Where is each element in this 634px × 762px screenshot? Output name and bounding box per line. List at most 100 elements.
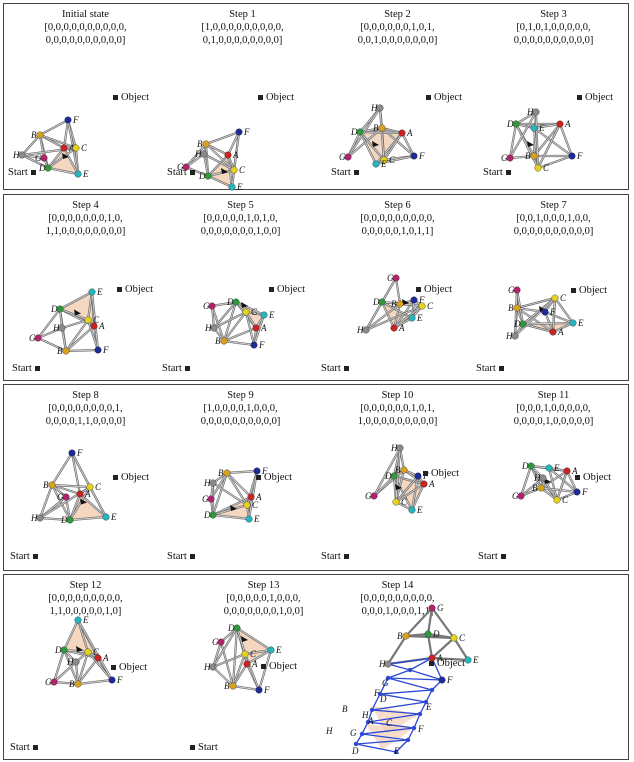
node-label-A: A bbox=[260, 323, 267, 333]
strut-highlight bbox=[47, 167, 79, 175]
direction-arrow-icon bbox=[230, 505, 237, 511]
trajectory-edge bbox=[387, 669, 411, 679]
node-C bbox=[553, 496, 561, 504]
strut-highlight bbox=[226, 470, 258, 474]
node-D bbox=[60, 646, 68, 654]
strut-highlight bbox=[395, 475, 419, 503]
strut-highlight bbox=[516, 297, 556, 309]
node-label-B: B bbox=[395, 465, 401, 475]
start-marker: Start bbox=[10, 742, 41, 754]
strut-highlight bbox=[211, 305, 215, 329]
start-label: Start bbox=[198, 742, 218, 753]
trajectory-node bbox=[429, 687, 435, 693]
strut-highlight bbox=[77, 619, 89, 653]
node-E bbox=[372, 160, 380, 168]
strut-highlight bbox=[535, 111, 539, 169]
node-label-B: B bbox=[197, 139, 203, 149]
node-label-E: E bbox=[472, 655, 479, 665]
node-D bbox=[519, 320, 527, 328]
node-E bbox=[530, 124, 538, 132]
node-E bbox=[245, 515, 253, 523]
node-label-B: B bbox=[69, 679, 75, 689]
node-label-B: B bbox=[342, 704, 348, 714]
node-F bbox=[410, 296, 418, 304]
strut-highlight bbox=[411, 475, 419, 511]
strut-highlight bbox=[87, 291, 93, 321]
square-icon bbox=[429, 660, 434, 666]
strut-highlight bbox=[514, 289, 518, 337]
square-icon bbox=[189, 169, 195, 175]
strut-highlight bbox=[236, 627, 272, 651]
object-label: Object bbox=[585, 92, 613, 103]
start-label: Start bbox=[167, 551, 187, 562]
strut-highlight bbox=[212, 666, 234, 687]
node-A bbox=[94, 654, 102, 662]
object-marker: Object bbox=[426, 658, 465, 670]
panel-step-2: Step 2[0,0,0,0,0,0,1,0,1, 0,0,1,0,0,0,0,… bbox=[320, 6, 475, 191]
node-label-D: D bbox=[513, 319, 521, 329]
node-A bbox=[398, 129, 406, 137]
strut-highlight bbox=[226, 472, 252, 498]
start-marker: Start bbox=[321, 363, 352, 375]
strut-highlight bbox=[365, 305, 423, 331]
trajectory-edge bbox=[355, 739, 409, 745]
node-G bbox=[50, 678, 58, 686]
trajectory-node bbox=[385, 675, 391, 681]
node-label-H: H bbox=[505, 331, 513, 341]
node-label-H: H bbox=[533, 473, 541, 483]
strut-highlight bbox=[540, 487, 578, 493]
strut-highlight bbox=[395, 277, 401, 305]
strut-highlight bbox=[509, 111, 537, 159]
object-marker: Object bbox=[255, 92, 294, 104]
strut-highlight bbox=[552, 322, 574, 333]
square-icon bbox=[571, 287, 576, 293]
strut bbox=[431, 656, 469, 662]
trajectory-edge bbox=[379, 693, 427, 703]
node-label-F: F bbox=[581, 487, 588, 497]
trajectory-node bbox=[393, 749, 399, 755]
strut-highlight bbox=[232, 685, 260, 691]
node-label-E: E bbox=[416, 313, 423, 323]
node-A bbox=[556, 120, 564, 128]
object-marker: Object bbox=[574, 92, 613, 104]
node-label-D: D bbox=[54, 645, 62, 655]
strut-highlight bbox=[61, 327, 67, 352]
start-label: Start bbox=[10, 551, 30, 562]
node-label-A: A bbox=[571, 466, 578, 476]
node-label-H: H bbox=[12, 150, 20, 160]
object-label: Object bbox=[269, 661, 297, 672]
node-H bbox=[384, 660, 392, 668]
strut-highlight bbox=[37, 327, 63, 339]
node-label-F: F bbox=[418, 151, 425, 161]
strut bbox=[431, 637, 455, 659]
strut-highlight bbox=[63, 619, 79, 651]
node-A bbox=[60, 144, 68, 152]
strut bbox=[453, 637, 469, 661]
strut-highlight bbox=[246, 649, 272, 665]
node-label-D: D bbox=[506, 119, 514, 129]
strut-highlight bbox=[212, 514, 250, 520]
start-label: Start bbox=[321, 551, 341, 562]
object-marker: Object bbox=[114, 284, 153, 296]
node-label-E: E bbox=[82, 615, 89, 625]
trajectory-edge bbox=[379, 689, 433, 695]
panel-step-8: Step 8[0,0,0,0,0,0,0,0,1, 0,0,0,0,1,1,0,… bbox=[8, 387, 163, 572]
node-G bbox=[208, 302, 216, 310]
node-label-B: B bbox=[373, 123, 379, 133]
node-F bbox=[235, 128, 243, 136]
square-icon bbox=[258, 94, 263, 100]
strut-highlight bbox=[559, 123, 573, 157]
direction-arrow-icon bbox=[527, 141, 534, 147]
strut-highlight bbox=[63, 649, 89, 653]
node-label-A: A bbox=[251, 659, 258, 669]
strut-highlight bbox=[393, 305, 423, 329]
node-label-E: E bbox=[236, 182, 243, 192]
node-label-B: B bbox=[215, 336, 221, 346]
strut-highlight bbox=[207, 175, 233, 188]
strut-highlight bbox=[47, 147, 65, 169]
panel-title: Step 3 bbox=[540, 9, 567, 20]
trajectory-node bbox=[417, 711, 423, 717]
row-frame-2 bbox=[3, 194, 629, 381]
